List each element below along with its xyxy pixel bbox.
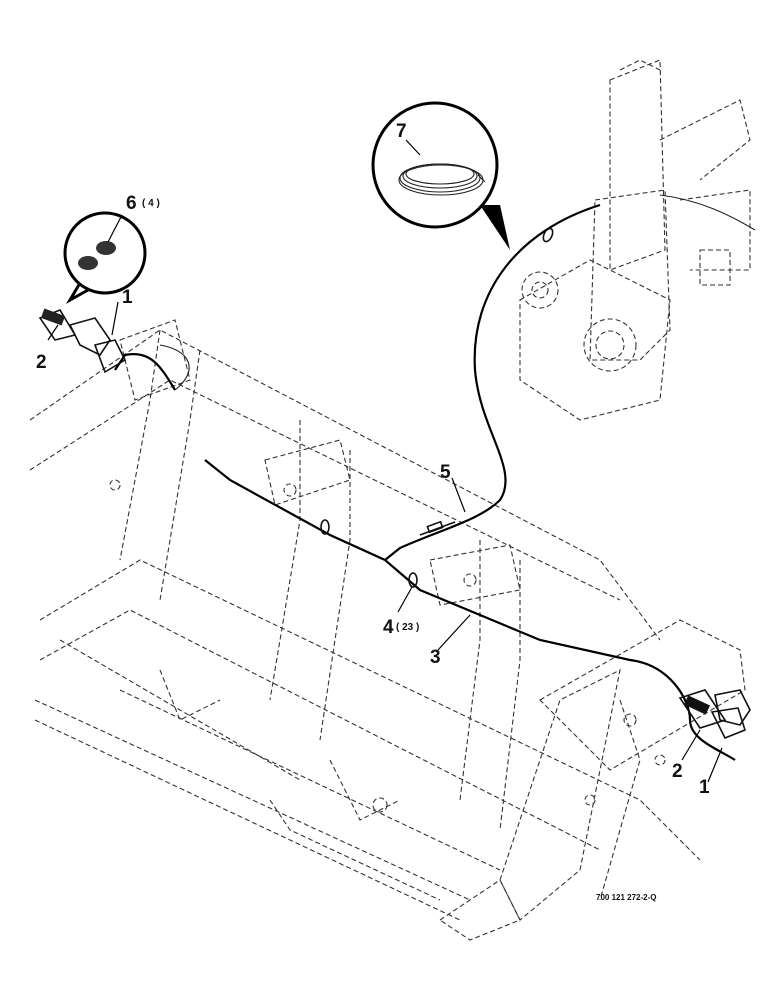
callout-1-left: 1 [122, 287, 133, 308]
callout-4-qty: ( 23 ) [396, 622, 419, 633]
callout-6-qty: ( 4 ) [142, 198, 160, 209]
wire-harness [114, 194, 756, 761]
gearbox-arm [519, 59, 751, 421]
end-divider [439, 619, 746, 941]
header-frame [29, 319, 701, 921]
sensor-right [678, 689, 751, 740]
callout-6: 6 [126, 193, 137, 214]
detail-bubble-wire-coil [371, 101, 510, 250]
callout-4: 4 [383, 617, 394, 638]
callout-7: 7 [396, 121, 407, 142]
callout-3: 3 [430, 647, 441, 668]
leader-lines [47, 139, 723, 783]
sensor-left [38, 308, 127, 374]
callout-2-left: 2 [36, 352, 47, 373]
callout-5: 5 [440, 462, 451, 483]
figure-number: 700 121 272-2-Q [596, 893, 657, 902]
callouts: 1 2 6 ( 4 ) 7 5 4 ( 23 ) 3 2 1 [36, 121, 710, 798]
detail-bubble-magnets [63, 211, 147, 304]
callout-2-right: 2 [672, 761, 683, 782]
callout-1-right: 1 [699, 777, 710, 798]
